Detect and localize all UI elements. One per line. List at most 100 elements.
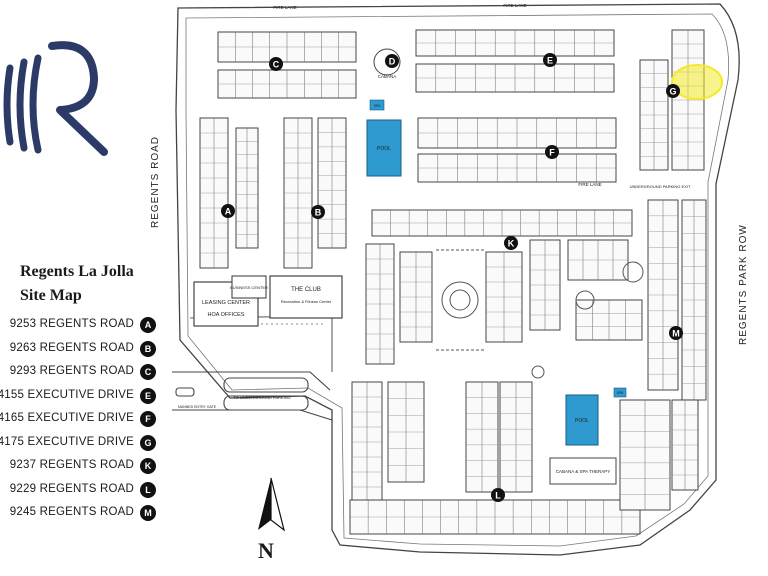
highlight-building-g: [671, 64, 723, 100]
building-k-north: [371, 209, 633, 237]
fire-lane-center-label: FIRE LANE: [578, 182, 601, 187]
building-e-north: [415, 29, 615, 57]
building-marker-c: [269, 57, 283, 71]
legend-row: 4175 EXECUTIVE DRIVE G: [0, 434, 160, 454]
building-f-north: [417, 117, 617, 149]
legend-address: 9229 REGENTS ROAD: [9, 483, 134, 495]
central-courtyard: [436, 249, 644, 379]
building-k-inner-east: [485, 251, 523, 343]
legend-address: 4165 EXECUTIVE DRIVE: [0, 412, 134, 424]
building-b-west: [283, 117, 313, 269]
legend-address: 9245 REGENTS ROAD: [9, 506, 134, 518]
north-arrow: [258, 477, 286, 532]
building-a-east: [235, 127, 259, 249]
building-g-east: [671, 29, 705, 171]
the-club-sub-label: Recreation & Fitness Center: [281, 299, 332, 304]
cabana-south-label: CABANA & SPA THERAPY: [556, 469, 611, 474]
building-marker-label: M: [672, 329, 680, 339]
cabana-north-label: CABANA: [378, 74, 397, 79]
building-letter-badge: G: [140, 435, 156, 451]
business-center-building: [231, 275, 267, 299]
building-l-inner: [387, 381, 425, 483]
building-letter-badge: M: [140, 505, 156, 521]
street-regents-road: REGENTS ROAD: [150, 135, 161, 228]
building-marker-label: A: [225, 207, 232, 217]
spa-south-label: SPA: [617, 391, 624, 395]
building-marker-label: C: [273, 60, 280, 70]
building-marker-k: [504, 236, 518, 250]
legend-row: 9229 REGENTS ROAD L: [0, 481, 160, 501]
building-b-east: [317, 117, 347, 249]
hoa-offices-label: HOA OFFICES: [208, 312, 245, 318]
building-marker-label: F: [549, 148, 555, 158]
business-center-label: BUSINESS CENTER: [230, 285, 268, 290]
building-letter-badge: L: [140, 482, 156, 498]
building-k-east: [529, 239, 561, 331]
building-m-courtyard: [575, 299, 643, 341]
fire-lane-north-label: FIRE LANE: [273, 5, 296, 10]
facility-labels: THE CLUB Recreation & Fitness Center LEASI…: [178, 3, 691, 474]
building-letter-badge: F: [140, 411, 156, 427]
building-c-south: [217, 69, 357, 99]
building-marker-g: [666, 84, 680, 98]
leasing-center-label: LEASING CENTER: [202, 300, 250, 306]
building-letter-badge: E: [140, 388, 156, 404]
legend-address: 9263 REGENTS ROAD: [9, 342, 134, 354]
building-c-north: [217, 31, 357, 63]
building-k-inner-west: [399, 251, 433, 343]
building-marker-label: G: [669, 87, 676, 97]
map-title: Regents La Jolla: [20, 263, 134, 280]
building-letter-badge: B: [140, 341, 156, 357]
legend-address: 9293 REGENTS ROAD: [9, 365, 134, 377]
building-e-south: [415, 63, 615, 93]
building-l-south: [349, 499, 641, 535]
building-grid: [199, 29, 707, 535]
legend-address: 4155 EXECUTIVE DRIVE: [0, 389, 134, 401]
map-subtitle: Site Map: [20, 287, 82, 304]
building-marker-label: D: [389, 57, 396, 67]
building-marker-label: L: [495, 491, 501, 501]
building-m-tower: [647, 199, 679, 391]
legend-row: 4155 EXECUTIVE DRIVE E: [0, 387, 160, 407]
building-k-west: [365, 243, 395, 365]
spa-north: [369, 99, 385, 111]
building-l-center-east: [499, 381, 533, 493]
building-a-west: [199, 117, 229, 269]
building-m-north: [567, 239, 629, 281]
building-marker-l: [491, 488, 505, 502]
legend-row: 9293 REGENTS ROAD C: [0, 363, 160, 383]
pool-south: [565, 394, 599, 446]
site-boundary: [175, 3, 740, 556]
building-l-west: [351, 381, 383, 503]
cabana-south: [549, 457, 617, 485]
legend-address: 4175 EXECUTIVE DRIVE: [0, 436, 134, 448]
legend-row: 9245 REGENTS ROAD M: [0, 504, 160, 524]
pool-north-label: POOL: [377, 146, 391, 152]
fire-lane-north-east-label: FIRE LANE: [503, 3, 526, 8]
entry-gate-label: MANNED ENTRY GATE: [178, 405, 217, 409]
building-marker-b: [311, 205, 325, 219]
building-m-east: [681, 199, 707, 401]
building-l-southeast: [619, 399, 671, 511]
building-letter-badge: C: [140, 364, 156, 380]
pool-north: [366, 119, 402, 177]
legend-row: 9263 REGENTS ROAD B: [0, 340, 160, 360]
spa-north-label: SPA: [374, 104, 381, 108]
the-club-label: THE CLUB: [291, 287, 321, 293]
building-marker-d: [385, 54, 399, 68]
pool-south-label: POOL: [575, 418, 589, 424]
building-marker-m: [669, 326, 683, 340]
underground-exit-label: UNDERGROUND PARKING EXIT: [630, 184, 691, 189]
building-marker-label: K: [508, 239, 515, 249]
legend-address: 9237 REGENTS ROAD: [9, 459, 134, 471]
building-l-east: [671, 399, 699, 491]
the-club-building: [269, 275, 343, 319]
legend-row: 4165 EXECUTIVE DRIVE F: [0, 410, 160, 430]
regents-logo: [3, 41, 108, 156]
building-marker-e: [543, 53, 557, 67]
building-letter-badge: A: [140, 317, 156, 333]
